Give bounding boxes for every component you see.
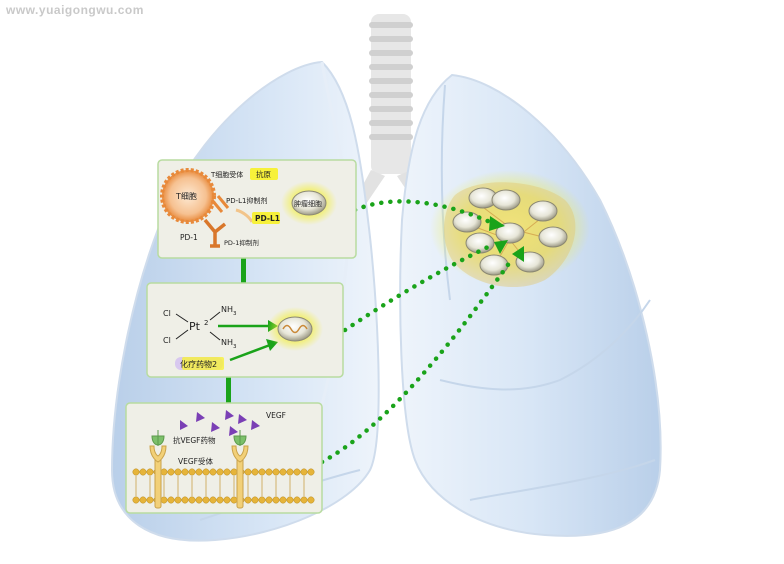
dna-icon [282,324,308,334]
t-cell-icon [160,168,216,224]
nh3-top-subscript: 3 [233,311,237,317]
connector-panel1 [352,199,493,225]
pdl1-inhibitor-label: PD-L1抑制剂 [226,196,268,205]
watermark: www.yuaigongwu.com [6,3,144,17]
vegf-label: VEGF [266,411,286,420]
pdl1-badge [252,212,280,224]
cl-bottom-label: Cl [163,336,171,345]
vegf-receptor-icon [149,445,249,509]
panel-chemotherapy: Cl Cl Pt 2 NH 3 NH 3 化疗药物2 [146,282,344,378]
pd1-label: PD-1 [180,233,198,242]
tumor-cell-label: 肿瘤细胞 [294,199,322,208]
connector-panel3 [319,259,513,465]
arrow-chemo [229,343,271,362]
panel-immunotherapy: T细胞 T细胞受体 抗原 PD-L1抑制剂 PD-L1 PD-1 PD-1抑制剂… [157,159,357,259]
tcr-label: T细胞受体 [210,170,243,179]
panel-link-1 [241,258,246,284]
antigen-label: 抗原 [256,169,271,179]
vegf-triangle-icons [180,410,260,436]
nh3-top-label: NH [221,305,233,314]
nh3-bottom-label: NH [221,338,233,347]
nh3-bottom-subscript: 3 [233,344,237,350]
pdl1-icon [235,208,254,223]
right-lung-icon [399,73,662,537]
antigen-badge [250,168,278,180]
t-cell-label: T细胞 [175,191,197,201]
pt-label: Pt [189,320,201,333]
tumor-cell-icon [277,316,313,342]
pd1-antibody-icon [203,218,227,248]
chemo-label: 化疗药物2 [180,359,217,369]
pt-charge: 2 [204,319,208,327]
panel-anti-vegf: VEGF 抗VEGF药物 VEGF受体 [125,402,323,514]
dotted-connectors [319,199,513,465]
pdl1-label: PD-L1 [255,214,280,223]
vegf-receptor-label: VEGF受体 [178,456,213,466]
pd1-blocker-label: PD-1抑制剂 [224,238,259,247]
tumor-cell-icon [291,190,327,216]
tcr-icon [210,195,230,213]
anti-vegf-label: 抗VEGF药物 [173,435,216,445]
panel-link-2 [226,377,231,403]
antibody-icon [151,430,165,446]
connector-panel2 [342,243,493,333]
cl-top-label: Cl [163,309,171,318]
